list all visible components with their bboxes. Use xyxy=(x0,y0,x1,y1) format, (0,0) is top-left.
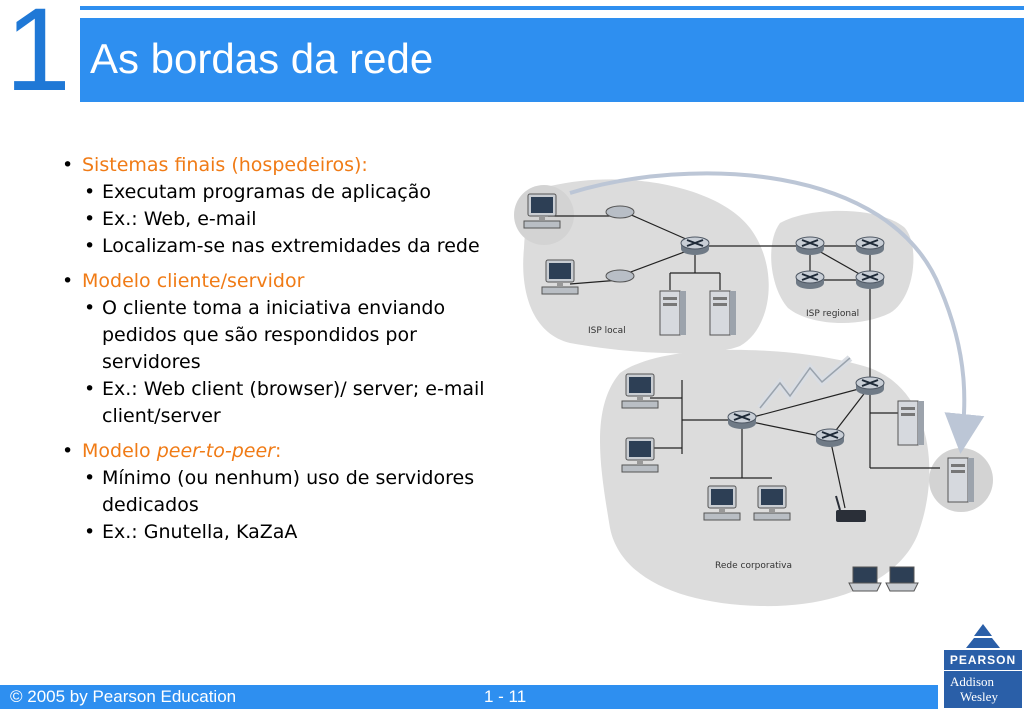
router-icon xyxy=(727,410,757,430)
footer-copyright: © 2005 by Pearson Education xyxy=(10,687,237,706)
list-item: • Ex.: Web client (browser)/ server; e-m… xyxy=(84,376,502,430)
modem-icon xyxy=(605,269,635,283)
laptop-icon xyxy=(885,566,919,592)
bullet-icon: • xyxy=(84,521,96,543)
bullet-icon: • xyxy=(84,467,96,489)
bullet-icon: • xyxy=(84,378,96,400)
bullet-icon: • xyxy=(84,181,96,203)
section-peer-to-peer: • Modelo peer-to-peer: • Mínimo (ou nenh… xyxy=(62,438,502,546)
heading-text: Modelo cliente/servidor xyxy=(82,270,305,292)
connection-arrow xyxy=(569,171,985,454)
list-item: • Executam programas de aplicação xyxy=(84,179,502,206)
slide-title: As bordas da rede xyxy=(90,35,434,82)
publisher-logo: PEARSON Addison Wesley xyxy=(944,622,1022,708)
heading-italic: peer-to-peer xyxy=(156,440,275,462)
logo-line1: Addison xyxy=(950,674,995,689)
logo-line2: Wesley xyxy=(960,689,998,704)
host-pc xyxy=(753,485,791,521)
bullet-icon: • xyxy=(84,297,96,319)
bullet-icon: • xyxy=(84,208,96,230)
bullet-content: • Sistemas finais (hospedeiros): • Execu… xyxy=(62,152,502,554)
item-text: Ex.: Web client (browser)/ server; e-mai… xyxy=(102,378,485,427)
list-item: • O cliente toma a iniciativa enviando p… xyxy=(84,295,502,376)
list-item: • Ex.: Gnutella, KaZaA xyxy=(84,519,502,546)
bullet-icon: • xyxy=(62,154,74,176)
label-isp-regional: ISP regional xyxy=(806,309,859,319)
list-item: • Localizam-se nas extremidades da rede xyxy=(84,233,502,260)
section-heading: • Modelo cliente/servidor xyxy=(62,268,502,295)
heading-prefix: Modelo xyxy=(82,440,157,462)
router-icon xyxy=(680,236,710,256)
server-icon xyxy=(709,290,737,336)
router-icon xyxy=(855,236,885,256)
footer-page-number: 1 - 11 xyxy=(484,687,527,706)
item-text: O cliente toma a iniciativa enviando ped… xyxy=(102,297,446,373)
server-icon xyxy=(659,290,687,336)
logo-imprint: Addison Wesley xyxy=(944,671,1022,708)
top-accent-line xyxy=(80,6,1024,10)
heading-text: Sistemas finais (hospedeiros): xyxy=(82,154,368,176)
label-rede-corporativa: Rede corporativa xyxy=(715,561,792,571)
footer-bar xyxy=(0,685,938,709)
chapter-number: 1 xyxy=(5,0,71,116)
heading-suffix: : xyxy=(274,440,282,462)
section-end-systems: • Sistemas finais (hospedeiros): • Execu… xyxy=(62,152,502,260)
bullet-icon: • xyxy=(62,270,74,292)
router-icon xyxy=(795,270,825,290)
pearson-triangle-icon xyxy=(966,624,1000,648)
section-heading: • Modelo peer-to-peer: xyxy=(62,438,502,465)
router-icon xyxy=(815,428,845,448)
bullet-icon: • xyxy=(84,235,96,257)
host-pc xyxy=(541,259,579,295)
list-item: • Ex.: Web, e-mail xyxy=(84,206,502,233)
list-item: • Mínimo (ou nenhum) uso de servidores d… xyxy=(84,465,502,519)
item-text: Ex.: Gnutella, KaZaA xyxy=(102,521,298,543)
title-bar: As bordas da rede xyxy=(80,18,1024,102)
label-isp-local: ISP local xyxy=(588,326,626,336)
bullet-icon: • xyxy=(62,440,74,462)
server-icon xyxy=(947,457,975,503)
item-text: Localizam-se nas extremidades da rede xyxy=(102,235,480,257)
laptop-icon xyxy=(848,566,882,592)
router-icon xyxy=(855,270,885,290)
section-heading: • Sistemas finais (hospedeiros): xyxy=(62,152,502,179)
logo-brand: PEARSON xyxy=(944,650,1022,670)
modem-icon xyxy=(605,205,635,219)
section-client-server: • Modelo cliente/servidor • O cliente to… xyxy=(62,268,502,430)
server-icon xyxy=(897,400,925,446)
host-pc xyxy=(621,437,659,473)
router-icon xyxy=(855,376,885,396)
network-diagram: ISP local ISP regional Rede corporativa xyxy=(514,171,993,607)
host-pc xyxy=(523,193,561,229)
router-icon xyxy=(795,236,825,256)
item-text: Ex.: Web, e-mail xyxy=(102,208,257,230)
item-text: Mínimo (ou nenhum) uso de servidores ded… xyxy=(102,467,475,516)
wireless-access-point-icon xyxy=(836,510,866,522)
host-pc xyxy=(621,373,659,409)
host-pc xyxy=(703,485,741,521)
item-text: Executam programas de aplicação xyxy=(102,181,432,203)
